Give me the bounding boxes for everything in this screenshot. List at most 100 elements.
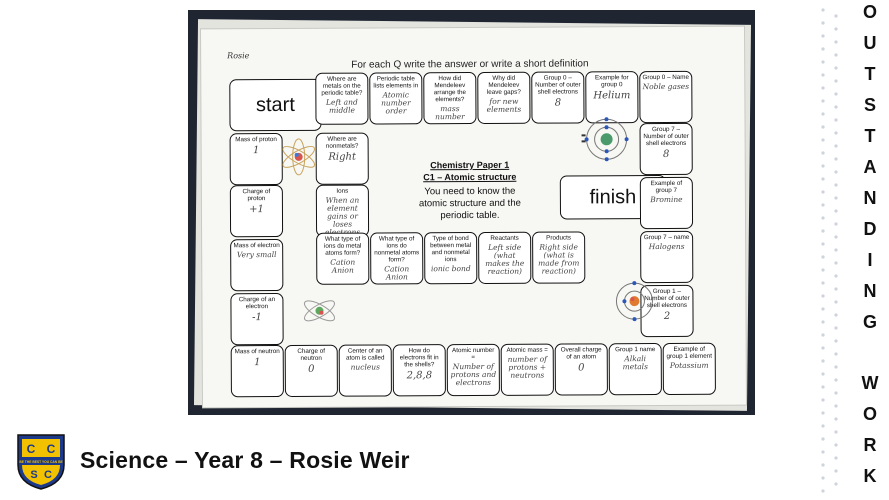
logo-motto: BE THE BEST YOU CAN BE	[19, 460, 63, 464]
logo-letter-1: C	[27, 442, 36, 456]
cell-question: Group 7 – name	[643, 233, 690, 242]
cell-answer: 1	[254, 357, 261, 369]
cell-answer: Alkali metals	[622, 354, 648, 372]
cell-answer: Right side (what is made from reaction)	[538, 242, 580, 276]
cell-answer: +1	[249, 204, 264, 216]
cell-answer: ionic bond	[430, 264, 471, 274]
sidebar-letter: S	[863, 95, 876, 115]
instructions: For each Q write the answer or write a s…	[351, 58, 589, 71]
center-title: Chemistry Paper 1	[430, 159, 510, 171]
cell-question: Charge of neutron	[297, 347, 326, 362]
cell-answer: Left and middle	[326, 97, 358, 115]
center-panel: Chemistry Paper 1 C1 – Atomic structure …	[410, 160, 530, 223]
board-cell: What type of ions do metal atoms form?Ca…	[316, 232, 370, 285]
shell-diagram-2-icon	[615, 281, 653, 322]
logo-letter-3: S	[30, 469, 37, 481]
cell-question: Overall charge of an atom	[560, 346, 602, 361]
sidebar-letter: I	[867, 250, 873, 270]
worksheet-photo: Rosie For each Q write the answer or wri…	[188, 10, 755, 415]
cell-answer: Potassium	[669, 360, 709, 370]
cell-answer: Number of protons and electrons	[450, 361, 497, 388]
cell-question: Group 0 – Name	[642, 73, 690, 82]
cell-question: Example of group 7	[650, 179, 683, 195]
board-cell: Type of bond between metal and nonmetal …	[424, 231, 478, 285]
cell-answer: -1	[252, 312, 262, 324]
cell-question: Type of bond between metal and nonmetal …	[430, 235, 472, 264]
cell-answer: 8	[662, 148, 670, 161]
cell-question: Mass of proton	[235, 136, 277, 144]
cell-answer: 2,8,8	[406, 370, 433, 382]
cell-answer: Right	[328, 151, 357, 163]
cell-answer: mass number	[435, 104, 465, 122]
logo-letter-2: C	[47, 442, 56, 456]
cell-answer: 8	[554, 97, 562, 109]
school-logo-icon: C C S C BE THE BEST YOU CAN BE	[17, 434, 65, 490]
cell-question: Atomic mass =	[506, 346, 548, 354]
sidebar-letter: G	[862, 312, 877, 332]
start-label: start	[255, 93, 295, 116]
cell-question: Why did Mendeleev leave gaps?	[486, 74, 521, 96]
center-body: You need to know the atomic structure an…	[418, 185, 521, 222]
cell-question: Group 0 – Number of outer shell electron…	[535, 74, 581, 96]
cell-answer: for new elements	[486, 96, 522, 114]
sidebar-letter: O	[862, 2, 877, 22]
atom-illustration-icon	[282, 138, 316, 176]
sidebar-letter: W	[861, 373, 879, 393]
sidebar-letter: N	[863, 188, 877, 208]
cell-question: Example for group 0	[594, 74, 629, 89]
sidebar-letter: K	[863, 466, 877, 486]
cell-question: Products	[546, 234, 572, 242]
cell-question: Center of an atom is called	[345, 347, 385, 362]
board-cell: Charge of proton+1	[229, 184, 284, 238]
cell-question: How did Mendeleev arrange the elements?	[433, 75, 466, 104]
board-cell: Why did Mendeleev leave gaps?for new ele…	[477, 71, 531, 124]
footer-title: Science – Year 8 – Rosie Weir	[80, 447, 410, 473]
cell-question: Where are metals on the periodic table?	[321, 75, 363, 97]
finish-label: finish	[589, 185, 637, 208]
cell-question: Mass of neutron	[234, 348, 280, 356]
cell-question: Mass of electron	[233, 242, 280, 250]
cell-answer: nucleus	[350, 362, 380, 372]
cell-answer: number of protons + neutrons	[507, 354, 547, 380]
logo-letter-4: C	[44, 469, 52, 481]
sidebar-letter: U	[863, 33, 877, 53]
cell-question: How do electrons fit in the shells?	[399, 347, 439, 369]
cell-answer: 0	[308, 363, 315, 375]
sidebar-letter: N	[863, 281, 877, 301]
shell-diagram-icon	[581, 117, 629, 162]
board-cell: Where are nonmetals?Right	[315, 132, 369, 185]
sidebar-letter: O	[862, 404, 877, 424]
cell-question: Ions	[336, 187, 349, 195]
cell-answer: Noble gases	[642, 81, 690, 92]
cell-answer: Helium	[593, 90, 631, 102]
cell-answer: Halogens	[648, 241, 685, 252]
cell-question: Group 7 – Number of outer shell electron…	[643, 125, 689, 148]
center-subtitle: C1 – Atomic structure	[423, 171, 517, 183]
cell-question: Where are nonmetals?	[325, 135, 359, 150]
cell-answer: Cation Anion	[384, 264, 410, 282]
board-cell: Group 0 – Number of outer shell electron…	[531, 71, 585, 124]
sidebar-letter: T	[864, 126, 876, 146]
start-box: start	[229, 78, 322, 132]
cell-answer: Bromine	[650, 194, 683, 205]
dotted-border	[821, 8, 838, 493]
cell-question: What type of ions do metal atoms form?	[323, 235, 362, 257]
cell-question: Charge of proton	[242, 188, 271, 203]
sidebar-letter: D	[863, 219, 877, 239]
board-cell: What type of ions do nonmetal atoms form…	[370, 232, 424, 285]
cell-answer: When an element gains or loses electrons	[325, 195, 360, 237]
cell-question: Reactants	[490, 234, 519, 242]
